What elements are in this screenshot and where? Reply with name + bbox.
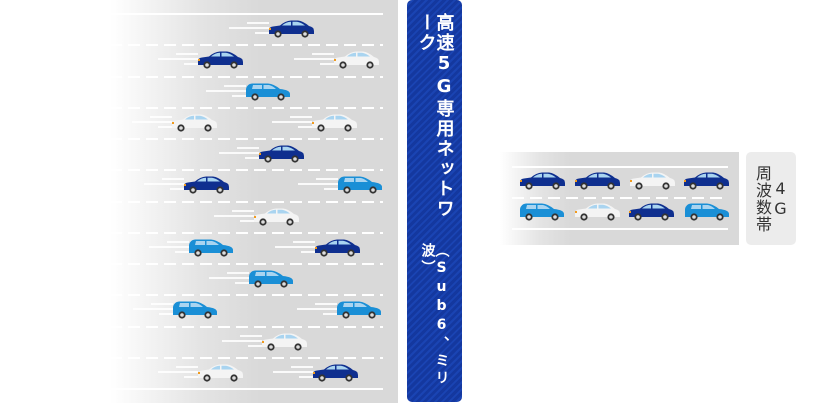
sedan-car-icon (170, 113, 218, 133)
sedan-car-icon (196, 363, 244, 383)
hatchback-car-icon (335, 300, 383, 320)
lane-line (110, 356, 383, 359)
speed-lines-icon (129, 240, 189, 253)
lane-line (110, 231, 383, 234)
hatchback-car-icon (247, 269, 295, 289)
5g-network-label: 高速5G専用ネットワーク （Sub6、ミリ波） (407, 0, 462, 402)
4g-label-name: 4G (771, 178, 790, 219)
sedan-car-icon (313, 238, 361, 258)
speed-lines-icon (189, 272, 249, 284)
speed-lines-icon (202, 334, 262, 347)
hatchback-car-icon (187, 238, 235, 258)
sedan-car-icon (267, 19, 315, 39)
sedan-car-icon (196, 50, 244, 70)
speed-lines-icon (277, 303, 337, 316)
speed-lines-icon (194, 209, 254, 222)
lane-line (110, 325, 383, 328)
sedan-car-icon (310, 113, 358, 133)
speed-lines-icon (209, 22, 269, 34)
lane-line (512, 228, 728, 230)
sedan-car-icon (518, 171, 566, 191)
lane-line (512, 197, 728, 199)
hatchback-car-icon (244, 82, 292, 102)
lane-line (512, 166, 728, 168)
speed-lines-icon (138, 53, 198, 66)
hatchback-car-icon (171, 300, 219, 320)
lane-line (110, 106, 383, 109)
sedan-car-icon (260, 332, 308, 352)
sedan-car-icon (332, 50, 380, 70)
lane-line (110, 13, 383, 15)
lane-line (110, 200, 383, 203)
lane-line (110, 138, 383, 140)
speed-lines-icon (113, 303, 173, 316)
lane-line (110, 388, 383, 390)
lane-line (110, 44, 383, 47)
lane-line (110, 169, 383, 172)
speed-lines-icon (253, 365, 313, 378)
4g-label-band: 周波数帯 (753, 164, 772, 233)
sedan-car-icon (252, 207, 300, 227)
5g-label-subtitle: （Sub6、ミリ波） (419, 242, 450, 387)
speed-lines-icon (138, 365, 198, 378)
sedan-car-icon (628, 171, 676, 191)
5g-highway (0, 0, 398, 403)
lane-line (110, 294, 383, 297)
speed-lines-icon (252, 115, 312, 128)
lane-line (110, 263, 383, 265)
sedan-car-icon (257, 144, 305, 164)
sedan-car-icon (682, 171, 730, 191)
speed-lines-icon (255, 240, 315, 253)
sedan-car-icon (182, 175, 230, 195)
sedan-car-icon (627, 202, 675, 222)
4g-highway (500, 152, 739, 245)
speed-lines-icon (199, 147, 259, 159)
4g-band-label: 周波数帯 4G (746, 152, 796, 245)
speed-lines-icon (124, 178, 184, 191)
speed-lines-icon (278, 178, 338, 191)
hatchback-car-icon (336, 175, 384, 195)
5g-label-title: 高速5G専用ネットワーク (415, 13, 455, 219)
speed-lines-icon (186, 84, 246, 97)
sedan-car-icon (311, 363, 359, 383)
speed-lines-icon (112, 115, 172, 128)
hatchback-car-icon (683, 202, 731, 222)
speed-lines-icon (274, 53, 334, 66)
sedan-car-icon (573, 171, 621, 191)
sedan-car-icon (573, 202, 621, 222)
lane-line (110, 75, 383, 78)
hatchback-car-icon (518, 202, 566, 222)
